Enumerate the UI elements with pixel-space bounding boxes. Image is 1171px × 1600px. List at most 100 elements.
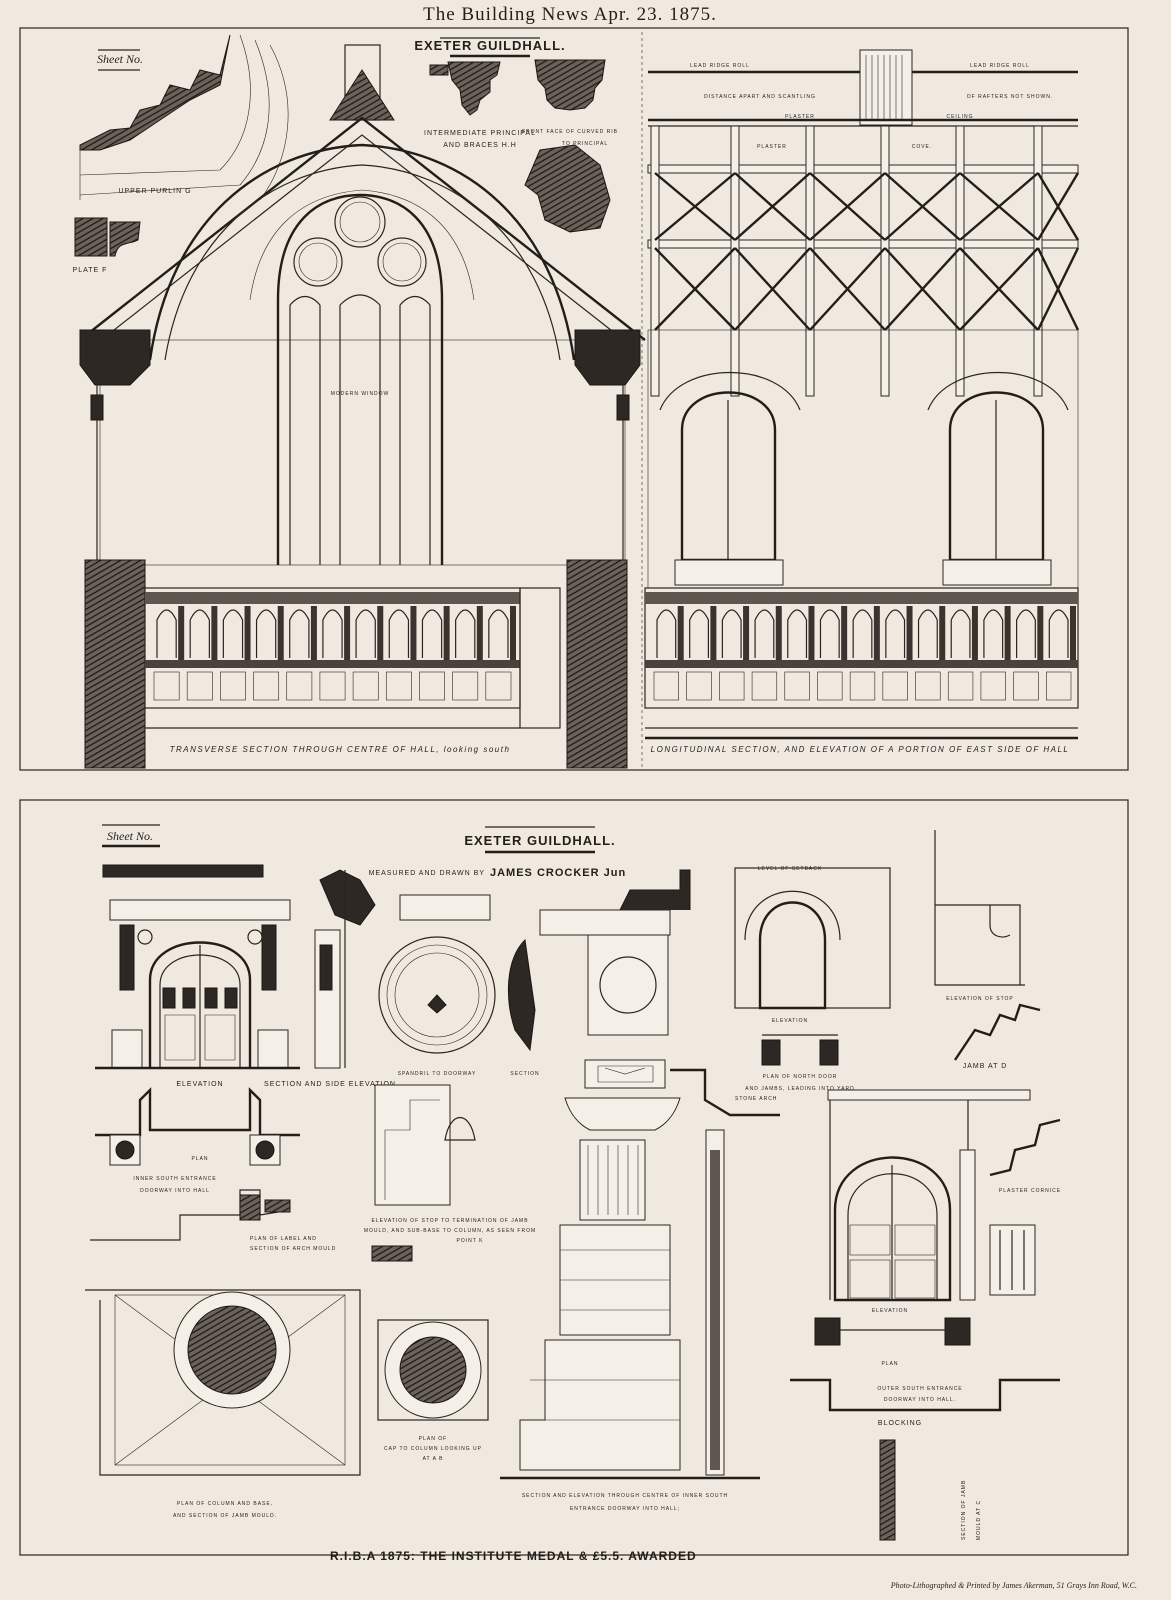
gallery-panel bbox=[784, 671, 810, 701]
gallery-arch bbox=[255, 609, 277, 658]
gallery-panel bbox=[817, 671, 843, 701]
gallery-balustrade bbox=[144, 587, 561, 729]
gallery-panel bbox=[385, 671, 412, 701]
gallery-baluster bbox=[377, 606, 384, 660]
gallery-panel bbox=[286, 671, 313, 701]
side-elevation-label: SECTION AND SIDE ELEVATION bbox=[264, 1081, 396, 1088]
truss-brace bbox=[654, 172, 736, 331]
gallery-baluster bbox=[743, 606, 750, 660]
gallery-baluster bbox=[443, 606, 450, 660]
gallery-baluster bbox=[906, 606, 913, 660]
gallery-baluster bbox=[244, 606, 251, 660]
gallery-panel bbox=[751, 671, 778, 701]
gallery-baluster bbox=[939, 606, 946, 660]
truss-brace bbox=[809, 172, 886, 331]
top-sheet-border bbox=[19, 27, 1129, 771]
curved-rib-label-2: TO PRINCIPAL bbox=[562, 141, 608, 147]
plaster-cove-label: PLASTER bbox=[757, 144, 787, 150]
curved-rib-detail: FRONT FACE OF CURVED RIB TO PRINCIPAL bbox=[522, 59, 618, 147]
truss-brace bbox=[734, 172, 811, 331]
gallery-baluster bbox=[841, 606, 848, 660]
gallery-baluster bbox=[775, 606, 782, 660]
cap-plan: PLAN OF CAP TO COLUMN LOOKING UP AT A B bbox=[377, 1319, 489, 1462]
bottom-sheet-border bbox=[19, 799, 1129, 1556]
upper-purlin-detail: UPPER PURLIN G bbox=[79, 34, 289, 201]
gallery-arch bbox=[819, 609, 840, 658]
rafters-note: DISTANCE APART AND SCANTLING bbox=[704, 94, 816, 100]
gallery-baluster bbox=[410, 606, 417, 660]
outer-door: ELEVATION PLAN OUTER SOUTH ENTRANCE DOOR… bbox=[790, 1089, 1060, 1541]
stop-termination-label: ELEVATION OF STOP TO TERMINATION OF JAMB bbox=[371, 1218, 528, 1224]
gallery-baluster bbox=[510, 606, 516, 660]
gallery-baluster bbox=[178, 606, 185, 660]
inner-plan-label: PLAN bbox=[191, 1156, 208, 1162]
top-sheet-title: EXETER GUILDHALL. bbox=[414, 38, 565, 53]
door-side-section: SECTION AND SIDE ELEVATION bbox=[264, 869, 396, 1088]
label-arch-mould: PLAN OF LABEL AND SECTION OF ARCH MOULD bbox=[90, 1189, 336, 1252]
curved-rib-label: FRONT FACE OF CURVED RIB bbox=[522, 129, 618, 135]
cap-plan-label-3: AT A B bbox=[423, 1456, 444, 1462]
truss-post bbox=[1033, 125, 1043, 397]
gallery-baluster bbox=[277, 606, 284, 660]
stop-termination-label-3: POINT K bbox=[457, 1238, 484, 1244]
elevation-label: ELEVATION bbox=[176, 1081, 223, 1088]
column-plan-label: PLAN OF COLUMN AND BASE, bbox=[177, 1501, 273, 1507]
gallery-panel bbox=[980, 671, 1006, 701]
gallery-panel bbox=[719, 671, 745, 701]
gallery-panel bbox=[153, 671, 180, 701]
braces-label: AND BRACES H.H bbox=[443, 142, 517, 149]
gallery-arch bbox=[322, 609, 343, 658]
gallery-arch bbox=[852, 609, 873, 658]
label-plan-label: PLAN OF LABEL AND bbox=[250, 1236, 317, 1242]
publication-header: The Building News Apr. 23. 1875. bbox=[423, 4, 717, 25]
gallery-panel bbox=[653, 671, 679, 701]
gallery-panel bbox=[352, 671, 379, 701]
bottom-sheet: Sheet No. EXETER GUILDHALL. MEASURED AND… bbox=[19, 799, 1129, 1563]
gallery-panel bbox=[947, 671, 974, 701]
truss-post bbox=[650, 125, 660, 397]
gallery-arch bbox=[222, 609, 244, 658]
jamb-mould-c-label: SECTION OF JAMB bbox=[961, 1480, 967, 1540]
outer-elevation-label: ELEVATION bbox=[872, 1308, 908, 1314]
north-door: LEVEL OF SETBACK ELEVATION PLAN OF NORTH… bbox=[734, 866, 891, 1092]
inner-door-elevation: ELEVATION bbox=[95, 864, 300, 1088]
gallery-baluster bbox=[873, 606, 880, 660]
ridge-roll-label-2: LEAD RIDGE ROLL bbox=[970, 63, 1030, 69]
north-door-plan-label-2: AND JAMBS, LEADING INTO YARD bbox=[745, 1086, 854, 1092]
gallery-arch bbox=[983, 609, 1004, 658]
gallery-arch bbox=[488, 609, 509, 658]
printer-credit: Photo-Lithographed & Printed by James Ak… bbox=[890, 1581, 1137, 1590]
stop-termination: ELEVATION OF STOP TO TERMINATION OF JAMB… bbox=[364, 1084, 535, 1262]
right-pier bbox=[566, 559, 628, 769]
gallery-baluster bbox=[971, 606, 978, 660]
label-plan-label-2: SECTION OF ARCH MOULD bbox=[250, 1246, 336, 1252]
gallery-arch bbox=[1016, 609, 1036, 658]
plaster-cornice-label: PLASTER CORNICE bbox=[999, 1188, 1061, 1194]
gallery-baluster bbox=[310, 606, 317, 660]
gallery-arch bbox=[156, 609, 177, 658]
transverse-section: MODERN WINDOW TRANSVERSE SECTION THROUGH… bbox=[79, 44, 646, 769]
bottom-sheet-title: EXETER GUILDHALL. bbox=[464, 833, 615, 848]
gallery-arch bbox=[787, 609, 808, 658]
truss-brace bbox=[884, 172, 961, 331]
plate-label: PLATE F bbox=[73, 267, 108, 274]
truss-post bbox=[730, 125, 740, 397]
inner-south-label-2: DOORWAY INTO HALL bbox=[140, 1188, 210, 1194]
longitudinal-caption: LONGITUDINAL SECTION, AND ELEVATION OF A… bbox=[651, 745, 1070, 754]
rib-section-detail bbox=[524, 144, 611, 233]
gallery-baluster bbox=[211, 606, 218, 660]
gallery-arch bbox=[189, 609, 210, 658]
gallery-baluster bbox=[1037, 606, 1044, 660]
level-of-setback-label: LEVEL OF SETBACK bbox=[758, 866, 822, 872]
modern-window: MODERN WINDOW bbox=[276, 193, 444, 565]
gallery-panel bbox=[220, 671, 246, 701]
inner-doorway-plan: PLAN INNER SOUTH ENTRANCE DOORWAY INTO H… bbox=[95, 1087, 300, 1194]
gallery-panel bbox=[915, 671, 941, 701]
plaster-ceiling-label: PLASTER bbox=[785, 114, 815, 120]
gallery-arch bbox=[1048, 609, 1069, 658]
plaster-cove-label-2: COVE. bbox=[912, 144, 933, 150]
cap-plan-label-2: CAP TO COLUMN LOOKING UP bbox=[384, 1446, 482, 1452]
spandril-label: SPANDRIL TO DOORWAY bbox=[398, 1071, 477, 1077]
east-window-1 bbox=[659, 372, 801, 586]
